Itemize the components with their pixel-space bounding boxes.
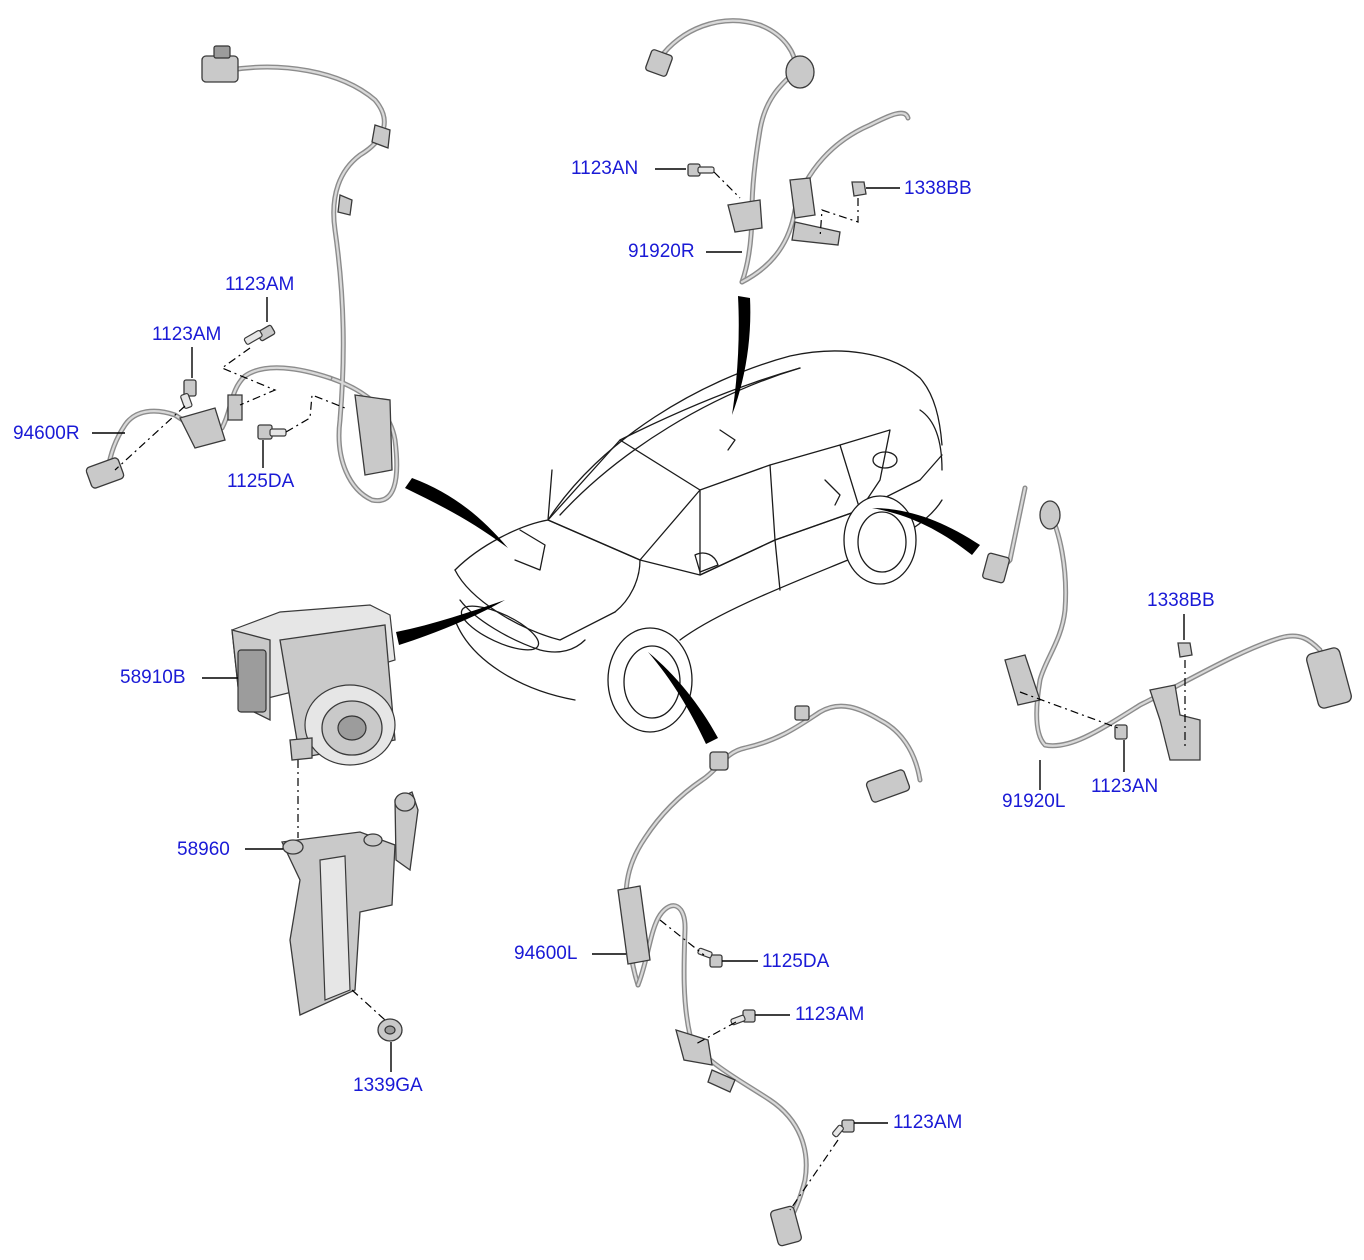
- label-1338BB-top[interactable]: 1338BB: [904, 178, 972, 199]
- label-58910B[interactable]: 58910B: [120, 667, 186, 688]
- label-1338BB-right[interactable]: 1338BB: [1147, 590, 1215, 611]
- label-1123AM-top[interactable]: 1123AM: [225, 274, 295, 295]
- label-91920L[interactable]: 91920L: [1002, 791, 1066, 812]
- label-58960[interactable]: 58960: [177, 839, 230, 860]
- label-94600R[interactable]: 94600R: [13, 423, 80, 444]
- pointer-arrows: [396, 296, 980, 744]
- sensor-91920R: [645, 18, 911, 285]
- label-91920R[interactable]: 91920R: [628, 241, 695, 262]
- label-94600L[interactable]: 94600L: [514, 943, 578, 964]
- label-1123AN-right[interactable]: 1123AN: [1091, 776, 1159, 797]
- car-outline: [454, 350, 943, 733]
- label-1123AN-top[interactable]: 1123AN: [571, 158, 639, 179]
- sensor-94600R: [85, 45, 400, 504]
- label-1123AM-left[interactable]: 1123AM: [152, 324, 222, 345]
- label-1123AM-bottom2[interactable]: 1123AM: [893, 1112, 963, 1133]
- sensor-94600L: [617, 703, 923, 1247]
- bolts-group-tl: [114, 324, 346, 471]
- leader-lines: [92, 168, 1185, 1124]
- label-1125DA-bottom[interactable]: 1125DA: [762, 951, 830, 972]
- label-1125DA-top[interactable]: 1125DA: [227, 471, 295, 492]
- bracket-58960: [281, 760, 419, 1042]
- label-1339GA[interactable]: 1339GA: [353, 1075, 423, 1096]
- sensor-91920L: [982, 485, 1352, 761]
- label-1123AM-bottom1[interactable]: 1123AM: [795, 1004, 865, 1025]
- hecu-unit: [231, 604, 396, 766]
